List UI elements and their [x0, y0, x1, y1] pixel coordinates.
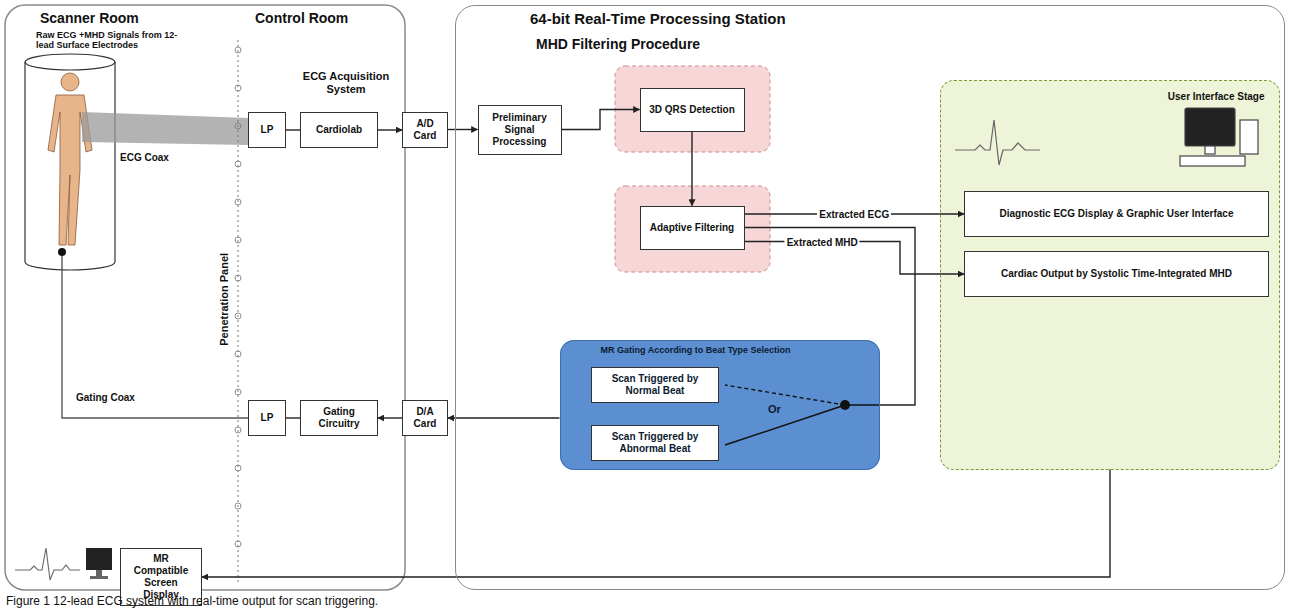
connector — [202, 470, 1110, 578]
patient-figure — [48, 73, 92, 245]
text-label: Raw ECG +MHD Signals from 12-lead Surfac… — [36, 30, 186, 51]
edge-label: Extracted ECG — [817, 209, 891, 220]
display-box: Diagnostic ECG Display & Graphic User In… — [964, 191, 1269, 237]
panel-dot — [235, 237, 241, 243]
connector — [562, 110, 640, 130]
panel-dot — [235, 161, 241, 167]
process-box: Adaptive Filtering — [640, 206, 745, 250]
green-fill — [940, 80, 1280, 470]
ecg-coax-band — [82, 112, 248, 145]
figure-caption: Figure 1 12-lead ECG system with real-ti… — [6, 595, 1276, 609]
lowpass-box: LP — [248, 400, 286, 436]
text-label: Gating Coax — [76, 392, 166, 404]
node-text: Scan Triggered by Normal Beat — [597, 373, 713, 397]
text-label: 64-bit Real-Time Processing Station — [530, 10, 890, 27]
card-box: D/A Card — [402, 400, 448, 436]
trigger-box: Scan Triggered by Normal Beat — [591, 367, 719, 403]
node-text: A/D Card — [408, 118, 442, 142]
connector — [745, 228, 916, 406]
panel-dot — [235, 47, 241, 53]
node-text: MR Compatible Screen Display — [126, 553, 196, 601]
output-box: Cardiac Output by Systolic Time-Integrat… — [964, 251, 1269, 297]
scanner-bore — [25, 54, 115, 270]
trigger-box: Scan Triggered by Abnormal Beat — [591, 425, 719, 461]
node-text: D/A Card — [408, 406, 442, 430]
ecg-wave-icon — [955, 120, 1040, 165]
ecg-wave-icon — [15, 548, 80, 580]
room-panel — [5, 5, 405, 590]
process-box: 3D QRS Detection — [640, 88, 745, 132]
node-text: Cardiac Output by Systolic Time-Integrat… — [1001, 268, 1232, 280]
panel-dot — [235, 351, 241, 357]
station-panel: MHD Filtering ProcedurePreliminary Signa… — [455, 5, 1285, 590]
node-text: LP — [261, 412, 274, 424]
switch — [725, 385, 880, 445]
process-box: Cardiolab — [300, 112, 378, 148]
edge-label: Extracted MHD — [785, 236, 860, 247]
process-box: Gating Circuitry — [300, 400, 378, 436]
node-text: User Interface Stage — [941, 91, 1265, 102]
monitor-icon — [86, 548, 112, 579]
panel-dot — [235, 199, 241, 205]
connector — [448, 129, 478, 130]
text-label: ECG Coax — [120, 152, 200, 164]
panel-dot — [235, 427, 241, 433]
node-text: Diagnostic ECG Display & Graphic User In… — [1000, 208, 1234, 220]
station-fill — [455, 5, 1285, 590]
node-text: Gating Circuitry — [306, 406, 372, 430]
node-text: Preliminary Signal Processing — [484, 112, 556, 148]
process-box: Preliminary Signal Processing — [478, 105, 562, 155]
panel-dot — [235, 389, 241, 395]
interface-region: User Interface StageDiagnostic ECG Displ… — [940, 80, 1280, 470]
panel-dot — [235, 85, 241, 91]
connector — [691, 132, 692, 206]
panel-dot — [235, 541, 241, 547]
card-box: A/D Card — [402, 112, 448, 148]
panel-dot — [235, 313, 241, 319]
text-label: Scanner Room — [40, 10, 190, 26]
lowpass-box: LP — [248, 112, 286, 148]
node-text: Cardiolab — [316, 124, 362, 136]
connector — [286, 129, 300, 130]
panel-dot — [235, 503, 241, 509]
computer-icon — [1180, 108, 1258, 166]
connector — [378, 129, 402, 130]
panel-dot — [235, 275, 241, 281]
text-label: ECG Acquisition System — [296, 70, 396, 95]
node-text: MHD Filtering Procedure — [536, 36, 1284, 52]
panel-dot — [235, 465, 241, 471]
penetration-dots — [235, 47, 241, 547]
panel-dot — [235, 123, 241, 129]
node-text: Adaptive Filtering — [650, 222, 734, 234]
node-text: MR Gating According to Beat Type Selecti… — [601, 345, 879, 355]
node-text: LP — [261, 124, 274, 136]
node-text: 3D QRS Detection — [649, 104, 735, 116]
connector — [286, 417, 300, 418]
text-label: Or — [768, 403, 798, 416]
blue-fill — [560, 340, 880, 470]
node-text: Scan Triggered by Abnormal Beat — [597, 431, 713, 455]
connector — [448, 417, 560, 418]
text-label: Control Room — [255, 10, 395, 26]
text-label: Penetration Panel — [218, 243, 231, 355]
connector — [378, 417, 402, 418]
gating-connector-dot — [58, 248, 66, 256]
gating-region: MR Gating According to Beat Type Selecti… — [560, 340, 880, 470]
switch-dot — [840, 400, 850, 410]
